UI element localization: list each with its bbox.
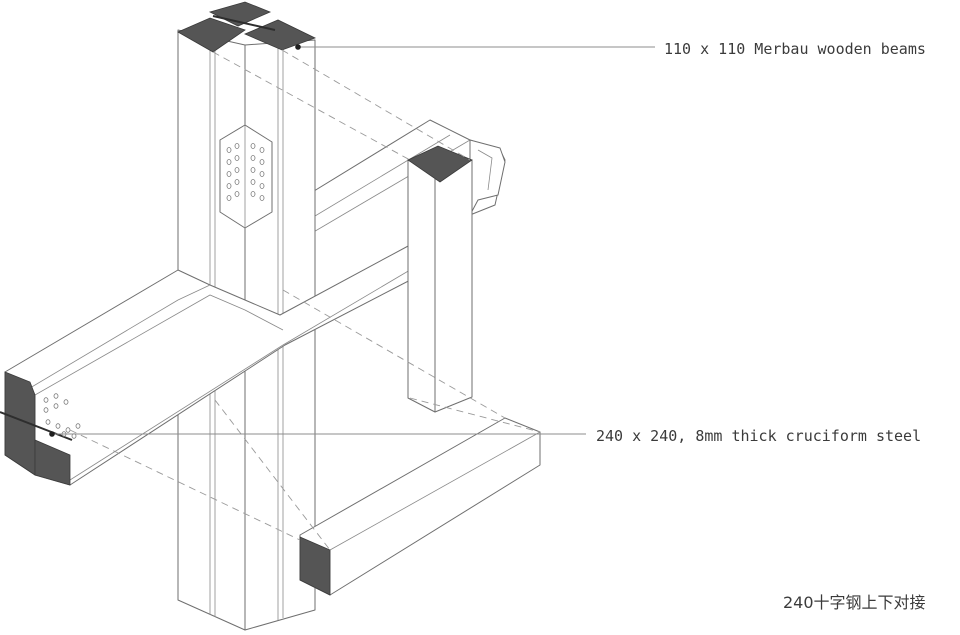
bolt-holes-plate: [226, 143, 265, 201]
beam-section-lower: [34, 439, 71, 486]
leader-lines: [49, 44, 655, 437]
post-section-left: [177, 17, 246, 53]
perforated-steel-plate: [219, 124, 273, 229]
beam-section-left: [4, 371, 36, 476]
secondary-vertical-post: [407, 145, 473, 413]
lower-horizontal-beam: [299, 417, 541, 596]
bolt-holes-beam: [43, 393, 81, 439]
annotation-cruciform-steel: 240 x 240, 8mm thick cruciform steel: [596, 427, 922, 445]
annotation-wooden-beams: 110 x 110 Merbau wooden beams: [664, 40, 926, 58]
front-horizontal-beam: [0, 244, 421, 486]
secondary-post-section: [407, 145, 473, 183]
hidden-lines: [69, 49, 541, 551]
post-section-back: [208, 1, 272, 27]
lower-beam-section: [299, 536, 331, 596]
caption-chinese: 240十字钢上下对接: [783, 593, 926, 612]
